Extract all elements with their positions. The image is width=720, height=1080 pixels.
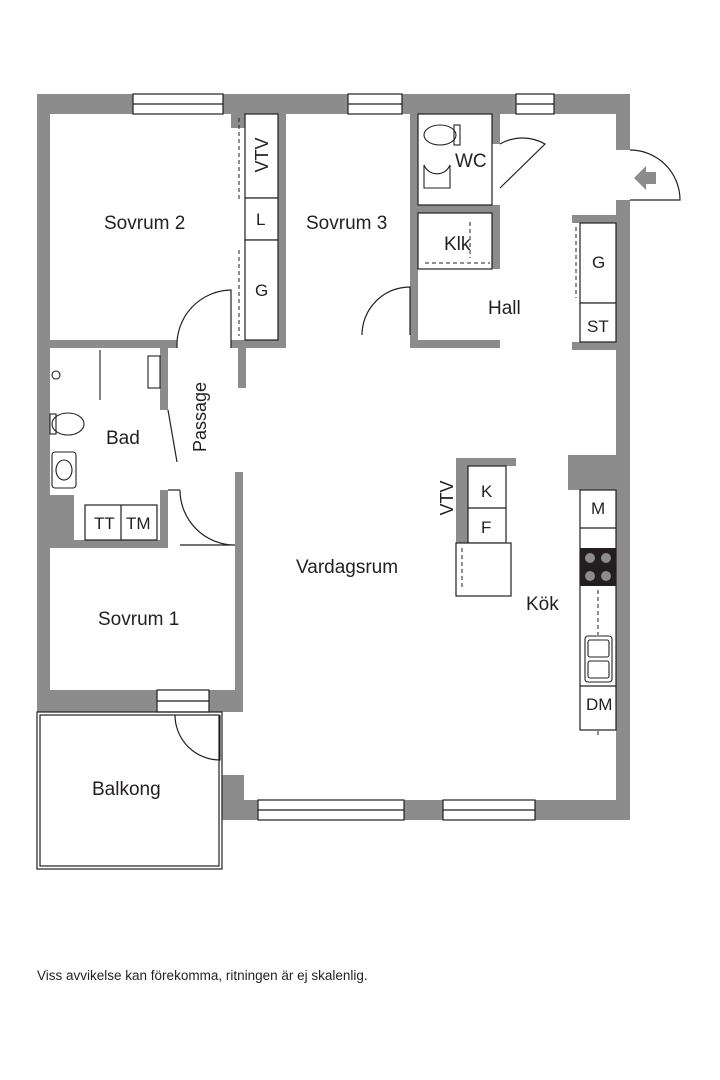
fixture-dm: DM: [586, 695, 613, 714]
room-vardagsrum: Vardagsrum: [296, 557, 399, 578]
room-hall: Hall: [488, 298, 521, 319]
shower-icon: [51, 350, 161, 400]
entrance-arrow-icon: [634, 166, 656, 190]
fixture-vtv-sovrum2: VTV: [252, 137, 272, 173]
doors: [167, 137, 681, 761]
walls: [37, 94, 630, 820]
fixture-tt: TT: [94, 514, 115, 533]
room-kok: Kök: [526, 594, 559, 615]
room-balkong: Balkong: [92, 779, 161, 800]
fixture-st: ST: [587, 317, 609, 336]
dashed-details: [238, 118, 599, 735]
fixture-vtv-island: VTV: [437, 480, 457, 516]
stove-icon: [580, 548, 616, 586]
fixture-m: M: [591, 499, 606, 518]
room-wc: WC: [455, 151, 487, 172]
fixture-g-sovrum2: G: [255, 281, 269, 300]
fixture-k: K: [481, 482, 493, 501]
toilet-icons: [49, 124, 461, 489]
fixture-g-hall: G: [592, 253, 606, 272]
balcony-outline: [36, 711, 223, 870]
room-klk: Klk: [444, 234, 471, 255]
fixture-tm: TM: [126, 514, 151, 533]
kitchen-sink-icon: [584, 635, 613, 683]
disclaimer-text: Viss avvikelse kan förekomma, ritningen …: [37, 968, 368, 983]
fixture-boxes: [84, 113, 617, 731]
room-bad: Bad: [106, 428, 140, 449]
windows: [132, 93, 555, 821]
fixture-l: L: [256, 210, 266, 229]
fixture-f: F: [481, 518, 492, 537]
room-sovrum1: Sovrum 1: [98, 609, 180, 630]
room-passage: Passage: [190, 381, 210, 453]
room-sovrum3: Sovrum 3: [306, 213, 388, 234]
room-sovrum2: Sovrum 2: [104, 213, 186, 234]
